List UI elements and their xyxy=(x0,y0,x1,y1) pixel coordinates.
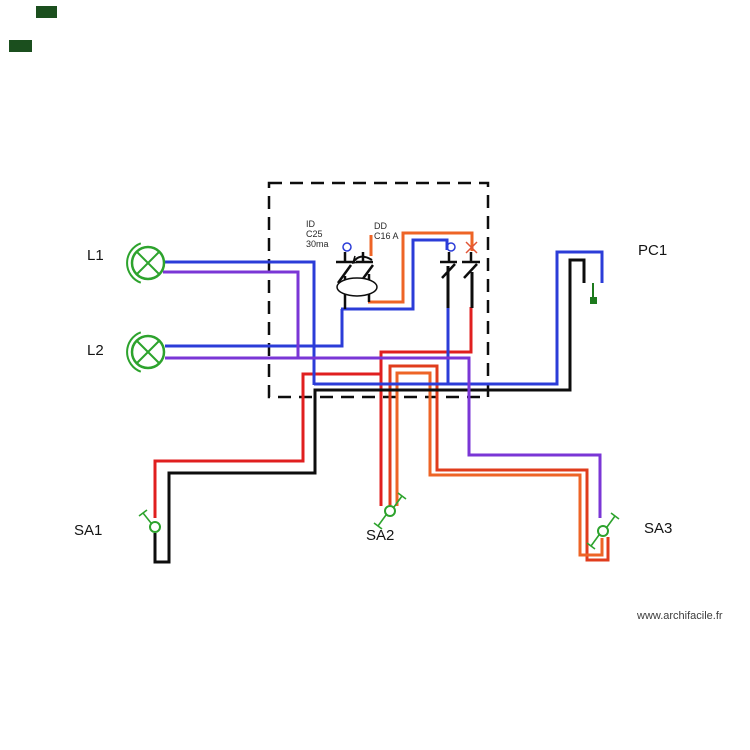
label-l2: L2 xyxy=(87,342,104,359)
switch-sa2-lever-up-tick xyxy=(397,492,407,500)
dd-breaker-label-line2: C16 A xyxy=(374,231,399,241)
wire-navette-inner[interactable] xyxy=(395,371,604,557)
corner-mark-2 xyxy=(9,40,32,52)
id-breaker-toroid[interactable] xyxy=(336,277,378,297)
label-l1: L1 xyxy=(87,247,104,264)
lamp-l2-cross-2 xyxy=(136,340,160,364)
corner-mark-1 xyxy=(36,6,57,18)
id-breaker-label-line1: ID xyxy=(306,219,315,229)
id-breaker-label-line3: 30ma xyxy=(306,239,329,249)
id-breaker-blade-right[interactable] xyxy=(360,264,375,281)
switch-sa2-lever-down-tick xyxy=(373,522,383,530)
dd-breaker-label-line1: DD xyxy=(374,221,387,231)
switch-sa2-lever-down xyxy=(377,514,387,527)
wire-black-sa1-to-pc1[interactable] xyxy=(153,258,586,564)
dd-breaker-blade-left[interactable] xyxy=(441,263,456,279)
wire-dd-input-orange[interactable] xyxy=(368,231,474,304)
wire-navette-outer[interactable] xyxy=(388,364,610,562)
wire-phase-dd-to-sa2[interactable] xyxy=(379,307,473,506)
switch-sa3-lever-up xyxy=(606,515,616,528)
id-breaker-blade-left[interactable] xyxy=(336,264,353,284)
id-breaker-terminal-circle[interactable] xyxy=(342,242,352,252)
switch-sa1-lever xyxy=(142,512,152,524)
lamp-l1-body[interactable] xyxy=(130,245,166,281)
id-breaker-test-arrowhead xyxy=(351,255,360,264)
label-sa2: SA2 xyxy=(366,527,395,544)
lamp-l1-cross-2 xyxy=(136,251,160,275)
switch-sa1-body[interactable] xyxy=(149,521,161,533)
lamp-l1-arc xyxy=(126,242,142,284)
switch-sa3-lever-down-tick xyxy=(586,542,596,550)
wire-neutral-l1[interactable] xyxy=(163,260,316,385)
dd-breaker-x-mark-2 xyxy=(465,241,478,254)
wire-phase-branch-sa1[interactable] xyxy=(153,372,381,518)
switch-sa2-lever-up xyxy=(393,495,403,508)
switch-sa2-body[interactable] xyxy=(384,505,396,517)
id-breaker-label-line2: C25 xyxy=(306,229,323,239)
lamp-l2-body[interactable] xyxy=(130,334,166,370)
label-pc1: PC1 xyxy=(638,242,668,259)
switch-sa3-lever-down xyxy=(590,534,600,547)
archifacile-watermark: www.archifacile.fr xyxy=(637,610,723,622)
wire-neutral-rail-pc1[interactable] xyxy=(314,250,604,386)
electrical-panel-border xyxy=(267,181,490,399)
label-sa1: SA1 xyxy=(74,522,103,539)
label-sa3: SA3 xyxy=(644,520,673,537)
switch-sa1-lever-tick xyxy=(138,509,148,517)
wire-retour-main[interactable] xyxy=(165,356,602,518)
wire-neutral-panel[interactable] xyxy=(341,238,449,311)
dd-breaker-blade-right[interactable] xyxy=(463,263,478,279)
switch-sa3-body[interactable] xyxy=(597,525,609,537)
wire-neutral-l2[interactable] xyxy=(165,309,344,348)
switch-sa3-lever-up-tick xyxy=(610,512,620,520)
dd-breaker-terminal-circle[interactable] xyxy=(446,242,456,252)
wire-retour-l1[interactable] xyxy=(163,270,300,358)
lamp-l2-arc xyxy=(126,331,142,373)
socket-pc1-base[interactable] xyxy=(590,297,597,304)
